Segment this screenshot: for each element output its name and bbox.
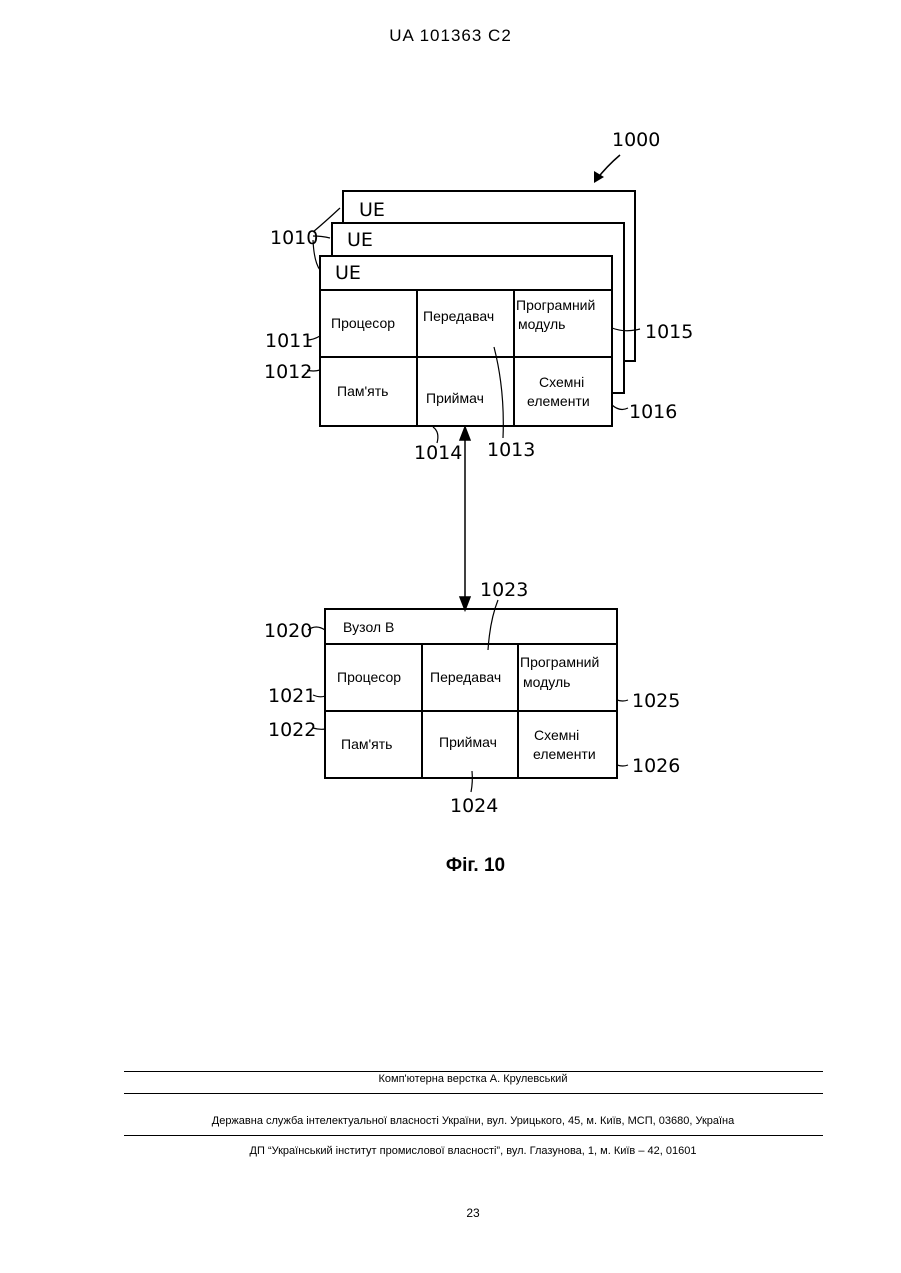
- ue-title-front: UE: [335, 262, 361, 284]
- ue-title-back: UE: [359, 199, 385, 221]
- node-circuit-elements-label-2: елементи: [533, 746, 596, 762]
- figure-caption: Фіг. 10: [0, 855, 901, 877]
- node-program-module-label-1: Програмний: [520, 654, 599, 670]
- ref-ue-transmitter: 1013: [487, 439, 535, 461]
- node-circuit-elements-label-1: Схемні: [534, 727, 579, 743]
- ref-node-program-module: 1025: [632, 690, 680, 712]
- footer-divider-3: [124, 1135, 823, 1136]
- footer-divider-2: [124, 1093, 823, 1094]
- node-program-module-label-2: модуль: [523, 674, 570, 690]
- ref-system: 1000: [612, 129, 660, 151]
- ref-ue-receiver: 1014: [414, 442, 462, 464]
- page-number: 23: [0, 1206, 901, 1220]
- ue-transmitter-label: Передавач: [423, 308, 494, 324]
- node-memory-label: Пам'ять: [341, 736, 392, 752]
- ref-ue-group: 1010: [270, 227, 318, 249]
- ref-ue-memory: 1012: [264, 361, 312, 383]
- ref-node-transmitter: 1023: [480, 579, 528, 601]
- ue-program-module-label-2: модуль: [518, 316, 565, 332]
- ref-node-memory: 1022: [268, 719, 316, 741]
- ref-ue-processor: 1011: [265, 330, 313, 352]
- footer-institute: ДП “Український інститут промислової вла…: [0, 1145, 901, 1157]
- node-transmitter-label: Передавач: [430, 669, 501, 685]
- ue-memory-label: Пам'ять: [337, 383, 388, 399]
- node-title: Вузол В: [343, 619, 394, 635]
- footer-layout-credit: Комп'ютерна верстка А. Крулевський: [0, 1073, 901, 1085]
- ue-program-module-label-1: Програмний: [516, 297, 595, 313]
- node-processor-label: Процесор: [337, 669, 401, 685]
- ue-circuit-elements-label-1: Схемні: [539, 374, 584, 390]
- ref-node: 1020: [264, 620, 312, 642]
- footer-agency: Державна служба інтелектуальної власност…: [0, 1115, 901, 1127]
- ref-node-receiver: 1024: [450, 795, 498, 817]
- ue-title-middle: UE: [347, 229, 373, 251]
- ref-node-circuit-elements: 1026: [632, 755, 680, 777]
- footer-divider-1: [124, 1071, 823, 1072]
- node-receiver-label: Приймач: [439, 734, 497, 750]
- ue-processor-label: Процесор: [331, 315, 395, 331]
- ref-node-processor: 1021: [268, 685, 316, 707]
- ref-ue-program-module: 1015: [645, 321, 693, 343]
- ue-receiver-label: Приймач: [426, 390, 484, 406]
- arrowhead-up: [460, 427, 470, 440]
- ue-circuit-elements-label-2: елементи: [527, 393, 590, 409]
- ref-ue-circuit-elements: 1016: [629, 401, 677, 423]
